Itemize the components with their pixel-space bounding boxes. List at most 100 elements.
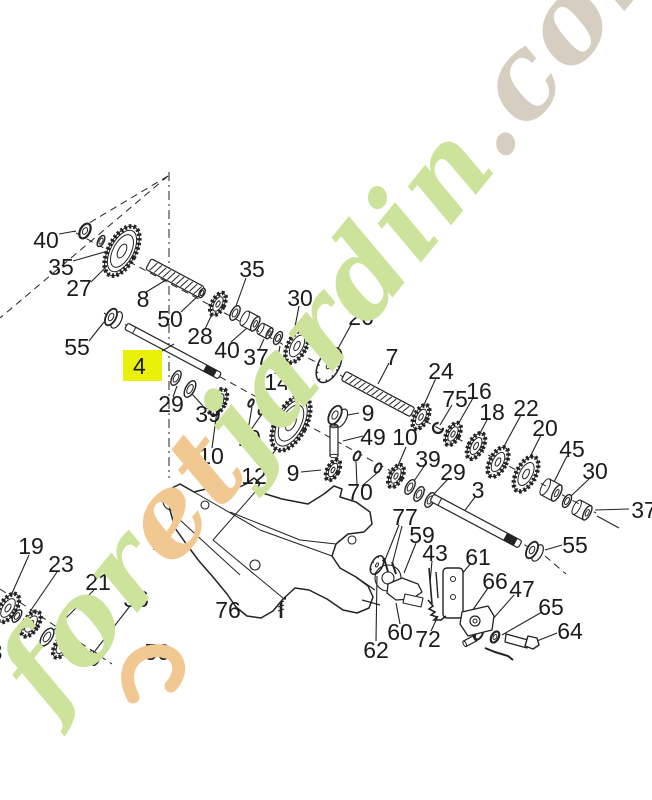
part-label-23: 23 <box>48 551 74 577</box>
part-shaft <box>124 323 222 379</box>
part-label-66: 66 <box>482 568 508 594</box>
part-label-49: 49 <box>360 424 386 450</box>
part-gearbig <box>102 224 142 278</box>
highlighted-part-number[interactable]: 4 <box>133 353 146 379</box>
part-gear <box>511 454 541 494</box>
part-gear <box>485 445 511 479</box>
part-label-10: 10 <box>392 424 418 450</box>
part-label-55: 55 <box>562 532 588 558</box>
part-washer <box>404 478 416 496</box>
part-shaft <box>430 494 522 548</box>
part-label-3: 3 <box>472 477 485 503</box>
part-label-40: 40 <box>214 337 240 363</box>
part-label-59: 59 <box>409 522 435 548</box>
part-label-18: 18 <box>479 399 505 425</box>
part-label-8: 8 <box>137 286 150 312</box>
part-worm <box>341 371 415 417</box>
part-washer <box>183 380 197 398</box>
part-washer <box>229 304 241 322</box>
part-gear <box>323 457 343 483</box>
part-label-7: 7 <box>386 344 399 370</box>
part-label-39: 39 <box>195 401 221 427</box>
part-gearbig <box>269 393 313 453</box>
part-label-26: 26 <box>348 304 374 330</box>
part-washer <box>198 287 206 299</box>
part-disc <box>369 555 385 575</box>
part-washer <box>170 369 182 387</box>
part-gear <box>410 402 432 432</box>
part-label-35: 35 <box>48 254 74 280</box>
part-label-45: 45 <box>559 436 585 462</box>
selected-part-highlight[interactable]: 4 <box>123 343 175 381</box>
part-label-20: 20 <box>532 415 558 441</box>
part-pin <box>329 423 339 459</box>
part-label-30: 30 <box>582 458 608 484</box>
part-label-37: 37 <box>631 497 652 523</box>
part-label-10: 10 <box>198 443 224 469</box>
part-label-75: 75 <box>442 386 468 412</box>
part-label-24: 24 <box>428 358 454 384</box>
part-oring <box>257 404 267 416</box>
transaxle-housing <box>162 477 402 619</box>
part-label-50: 50 <box>157 306 183 332</box>
highlight-box[interactable] <box>123 350 162 381</box>
exploded-parts <box>0 222 593 667</box>
part-label-47: 47 <box>509 576 535 602</box>
part-worm <box>145 258 205 298</box>
part-washer <box>39 627 55 647</box>
part-label-60: 60 <box>387 619 413 645</box>
part-label-76: 76 <box>215 597 241 623</box>
part-gear <box>283 327 311 365</box>
part-disc <box>315 346 343 384</box>
part-label-70: 70 <box>235 425 261 451</box>
part-label-14: 14 <box>264 369 290 395</box>
part-cyl <box>256 322 274 340</box>
part-label-72: 72 <box>415 626 441 652</box>
part-nut <box>78 222 92 240</box>
part-label-65: 65 <box>538 594 564 620</box>
part-label-37: 37 <box>243 344 269 370</box>
part-label-36: 36 <box>123 586 149 612</box>
part-label-55: 55 <box>64 334 90 360</box>
part-washer <box>413 485 425 503</box>
part-flangenut <box>104 307 123 329</box>
part-washer <box>96 234 106 248</box>
part-washer <box>11 609 23 623</box>
part-oring <box>247 398 255 408</box>
part-label-19: 19 <box>18 533 44 559</box>
part-label-27: 27 <box>66 275 92 301</box>
part-label-43: 43 <box>422 540 448 566</box>
part-label-39: 39 <box>415 446 441 472</box>
part-label-21: 21 <box>85 569 111 595</box>
part-clip <box>431 421 445 435</box>
part-cyl <box>85 650 101 667</box>
part-gear <box>50 632 74 660</box>
part-cyl <box>571 499 593 521</box>
part-label-64: 64 <box>557 618 583 644</box>
part-cyl <box>539 478 563 502</box>
part-washer <box>272 330 284 346</box>
brake-linkage-parts <box>355 557 540 661</box>
part-label-3: 3 <box>0 639 2 665</box>
part-flangenut <box>525 540 544 562</box>
part-label-1: 1 <box>152 529 165 555</box>
part-label-40: 40 <box>33 227 59 253</box>
part-gear <box>443 420 463 448</box>
part-label-77: 77 <box>392 504 418 530</box>
part-gear <box>19 609 43 639</box>
part-label-9: 9 <box>362 400 375 426</box>
watermark-fragment <box>121 644 186 704</box>
part-label-9: 9 <box>287 460 300 486</box>
part-label-12: 12 <box>241 463 267 489</box>
part-label-16: 16 <box>466 378 492 404</box>
part-gear <box>386 462 406 490</box>
part-label-35: 35 <box>239 256 265 282</box>
part-label-29: 29 <box>158 391 184 417</box>
part-label-28: 28 <box>187 323 213 349</box>
part-label-29: 29 <box>440 459 466 485</box>
part-label-70: 70 <box>347 479 373 505</box>
part-nut <box>489 630 501 644</box>
part-label-62: 62 <box>363 637 389 663</box>
part-washer <box>67 643 81 661</box>
